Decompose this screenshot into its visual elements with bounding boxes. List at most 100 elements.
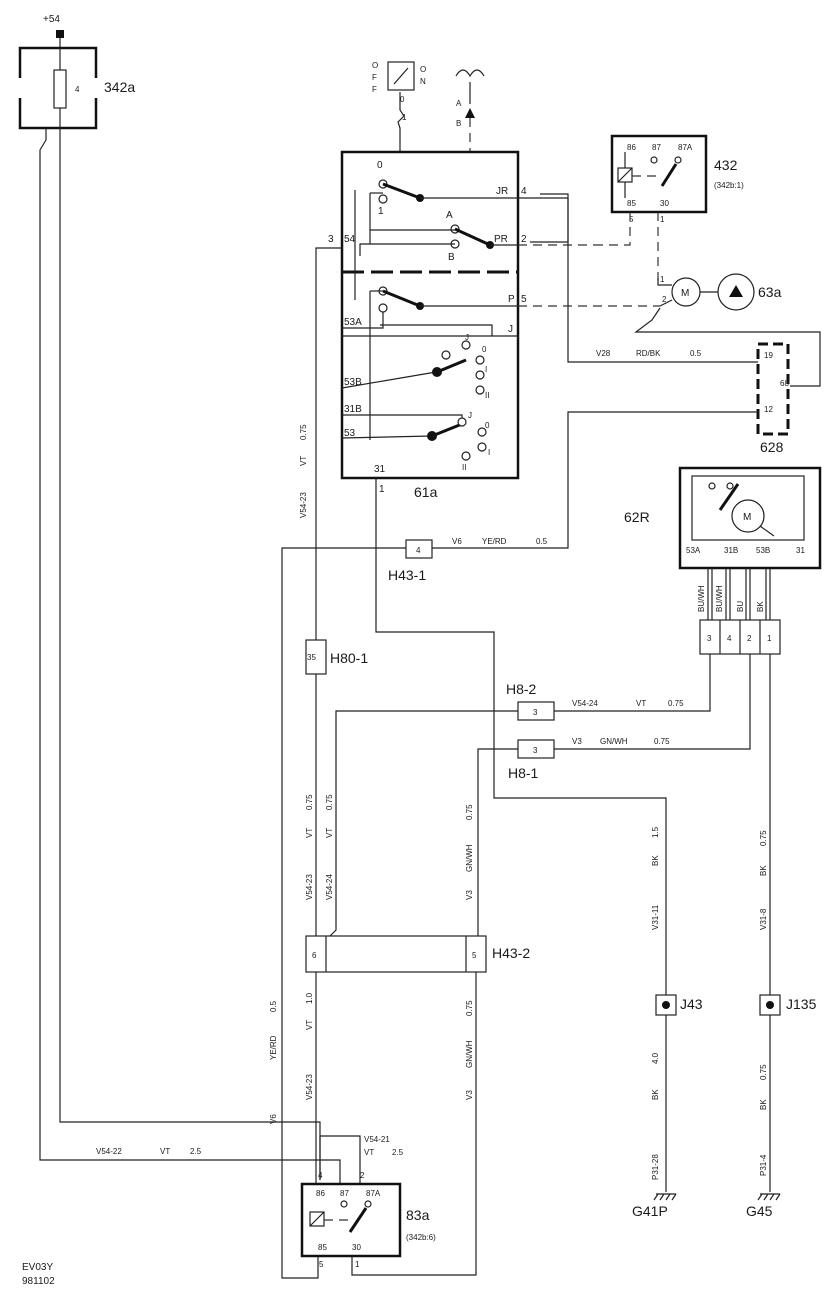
ground-j43-id: J43 — [680, 996, 703, 1012]
svg-text:BK: BK — [759, 865, 768, 876]
svg-text:5: 5 — [521, 294, 527, 305]
connector-h43-2-id: H43-2 — [492, 945, 530, 961]
svg-text:V54-23: V54-23 — [305, 1074, 314, 1100]
svg-text:0: 0 — [485, 421, 490, 430]
svg-text:V28: V28 — [596, 349, 611, 358]
svg-text:VT: VT — [325, 828, 334, 838]
connector-h8-1-id: H8-1 — [508, 765, 539, 781]
svg-text:BU/WH: BU/WH — [697, 585, 706, 612]
svg-text:P31-28: P31-28 — [651, 1154, 660, 1180]
svg-text:P31-4: P31-4 — [759, 1154, 768, 1176]
svg-text:54: 54 — [344, 234, 356, 245]
svg-text:V54-24: V54-24 — [572, 699, 598, 708]
svg-text:I: I — [488, 448, 490, 457]
svg-text:53B: 53B — [756, 546, 770, 555]
svg-text:N: N — [420, 77, 426, 86]
relay-83a-coil-icon — [309, 1211, 325, 1227]
svg-text:19: 19 — [764, 351, 773, 360]
antenna-icon — [455, 69, 485, 78]
svg-text:RD/BK: RD/BK — [636, 349, 661, 358]
svg-text:1: 1 — [660, 275, 665, 284]
svg-text:M: M — [743, 512, 751, 523]
ground-g45-id: G45 — [746, 1203, 773, 1219]
svg-text:85: 85 — [627, 199, 636, 208]
svg-text:0: 0 — [377, 160, 383, 171]
svg-text:5: 5 — [629, 215, 634, 224]
svg-text:31: 31 — [374, 464, 386, 475]
svg-text:5: 5 — [472, 951, 477, 960]
svg-text:87A: 87A — [366, 1189, 381, 1198]
svg-text:B: B — [448, 252, 455, 263]
doc-code: EV03Y — [22, 1262, 53, 1273]
svg-text:A: A — [456, 99, 462, 108]
svg-text:VT: VT — [305, 1020, 314, 1030]
svg-text:B: B — [456, 119, 461, 128]
svg-text:1: 1 — [767, 634, 772, 643]
svg-text:3: 3 — [533, 708, 538, 717]
svg-text:1: 1 — [355, 1260, 360, 1269]
module-61a-box — [340, 150, 520, 480]
svg-text:II: II — [485, 391, 489, 400]
svg-text:30: 30 — [660, 199, 669, 208]
supply-label: +54 — [43, 14, 60, 25]
svg-text:I: I — [485, 365, 487, 374]
svg-text:53B: 53B — [344, 377, 362, 388]
supply-terminal — [56, 30, 64, 38]
svg-text:86: 86 — [316, 1189, 325, 1198]
ground-g41p-id: G41P — [632, 1203, 668, 1219]
svg-text:0.5: 0.5 — [690, 349, 702, 358]
connector-h43-2 — [305, 935, 487, 973]
svg-text:V3: V3 — [465, 890, 474, 900]
fuse-342a-box — [18, 46, 98, 130]
relay-83a-box — [300, 1182, 402, 1258]
svg-text:85: 85 — [318, 1243, 327, 1252]
svg-text:J: J — [465, 333, 469, 342]
svg-text:0.75: 0.75 — [299, 424, 308, 440]
svg-text:BK: BK — [756, 601, 765, 612]
svg-text:3: 3 — [707, 634, 712, 643]
svg-text:F: F — [372, 85, 377, 94]
connector-h80-1-id: H80-1 — [330, 650, 368, 666]
svg-text:2.5: 2.5 — [190, 1147, 202, 1156]
svg-text:0.75: 0.75 — [759, 830, 768, 846]
svg-text:YE/RD: YE/RD — [482, 537, 507, 546]
svg-text:31: 31 — [796, 546, 805, 555]
svg-text:VT: VT — [160, 1147, 170, 1156]
svg-text:4.0: 4.0 — [651, 1052, 660, 1064]
svg-text:V6: V6 — [269, 1114, 278, 1124]
svg-text:53A: 53A — [344, 317, 362, 328]
svg-text:0.75: 0.75 — [759, 1064, 768, 1080]
svg-text:1: 1 — [379, 484, 385, 495]
svg-text:J: J — [468, 411, 472, 420]
svg-text:V3: V3 — [572, 737, 582, 746]
svg-text:35: 35 — [307, 653, 316, 662]
svg-text:VT: VT — [299, 456, 308, 466]
svg-text:1: 1 — [402, 113, 407, 122]
svg-text:V3: V3 — [465, 1090, 474, 1100]
svg-text:2: 2 — [662, 295, 667, 304]
svg-text:0.75: 0.75 — [465, 804, 474, 820]
svg-text:86: 86 — [627, 143, 636, 152]
svg-text:5: 5 — [319, 1260, 324, 1269]
svg-text:0: 0 — [482, 345, 487, 354]
svg-text:0.75: 0.75 — [325, 794, 334, 810]
svg-text:J: J — [508, 324, 513, 335]
svg-text:V54-24: V54-24 — [325, 874, 334, 900]
svg-text:4: 4 — [521, 186, 527, 197]
svg-text:4: 4 — [416, 546, 421, 555]
svg-text:1: 1 — [660, 215, 665, 224]
svg-text:0.75: 0.75 — [668, 699, 684, 708]
svg-text:O: O — [420, 65, 426, 74]
wiper-motor-icon — [731, 499, 765, 533]
svg-text:68: 68 — [780, 379, 789, 388]
svg-text:2: 2 — [747, 634, 752, 643]
unit-628-box — [756, 342, 790, 436]
svg-text:31B: 31B — [344, 404, 362, 415]
module-61a-id: 61a — [414, 484, 438, 500]
unit-628-id: 628 — [760, 439, 784, 455]
pump-id: 63a — [758, 284, 782, 300]
svg-text:BU: BU — [736, 601, 745, 612]
connector-h8-2-id: H8-2 — [506, 681, 537, 697]
svg-text:V54-22: V54-22 — [96, 1147, 122, 1156]
svg-text:V54-21: V54-21 — [364, 1135, 390, 1144]
